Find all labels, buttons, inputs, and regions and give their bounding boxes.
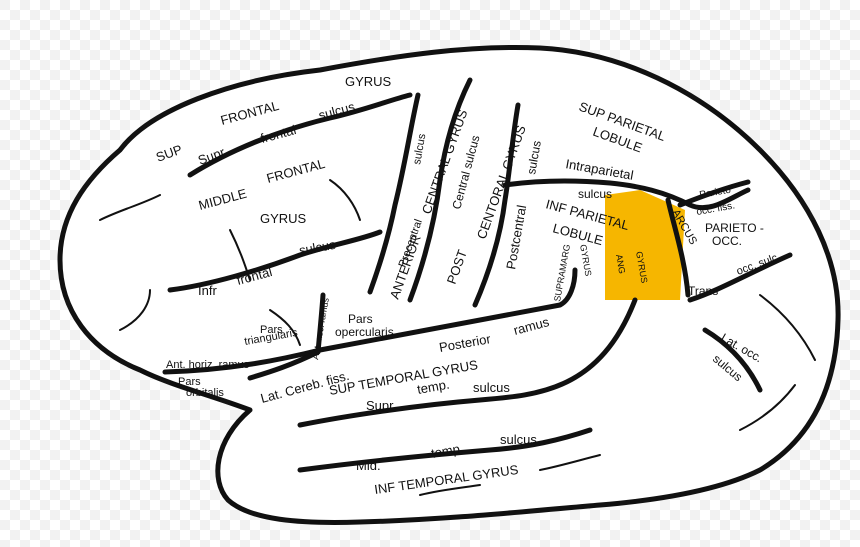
label-infr: Infr (198, 283, 217, 298)
transverse-occipital-sulcus (687, 252, 793, 303)
brain-outline (57, 44, 841, 525)
label-temp-2: temp. (430, 441, 465, 461)
label-ang: ANG (614, 254, 627, 275)
parieto-occipital-fissure (677, 179, 751, 208)
label-sulcus-infr: sulcus (298, 237, 337, 258)
label-temp-1: temp. (416, 377, 451, 397)
label-pars-triangularis: Pars (260, 324, 283, 336)
lateral-occipital-sulcus (702, 327, 763, 393)
label-sulcus-prec: sulcus (411, 132, 428, 165)
label-gyrus-top: GYRUS (345, 74, 392, 89)
inferior-temporal-sulcus (297, 427, 593, 473)
label-mid: Mid. (356, 458, 381, 473)
label-sulcus-intra: sulcus (578, 187, 612, 201)
minor-sulci (99, 179, 816, 496)
central-sulcus (407, 77, 473, 303)
label-pars-orbitalis: Pars (178, 376, 201, 388)
label-parieto-occ: PARIETO - (705, 221, 764, 235)
label-sulcus-temp-1: sulcus (473, 380, 510, 395)
label-parieto-occ-2: OCC. (712, 234, 742, 248)
label-parieto: Parieto (699, 185, 733, 201)
sulci (162, 77, 793, 473)
label-gyrus-mid: GYRUS (260, 211, 307, 226)
superior-temporal-sulcus (297, 297, 638, 428)
precentral-sulcus (367, 92, 421, 295)
superior-frontal-sulcus (187, 92, 413, 178)
postcentral-sulcus (472, 102, 521, 308)
label-trans: Trans (688, 284, 718, 298)
ant-horiz-ramus (247, 349, 321, 381)
label-ant-horiz-ramus: Ant. horiz. ramus (166, 359, 250, 371)
label-pars-opercularis-2: opercularis (335, 325, 394, 339)
label-pars-orbitalis-2: orbitalis (186, 387, 224, 399)
arcus-sulcus (665, 197, 691, 298)
ant-asc-ramus (315, 292, 326, 355)
inferior-frontal-sulcus (167, 229, 383, 293)
lateral-fissure (162, 267, 578, 375)
label-sulcus-post: sulcus (524, 140, 544, 176)
label-pars-opercularis: Pars (348, 312, 373, 326)
label-supr-temp: Supr (366, 398, 394, 413)
label-sulcus-temp-2: sulcus (500, 432, 537, 447)
intraparietal-sulcus (502, 178, 751, 211)
angular-gyrus-highlight (605, 190, 685, 300)
